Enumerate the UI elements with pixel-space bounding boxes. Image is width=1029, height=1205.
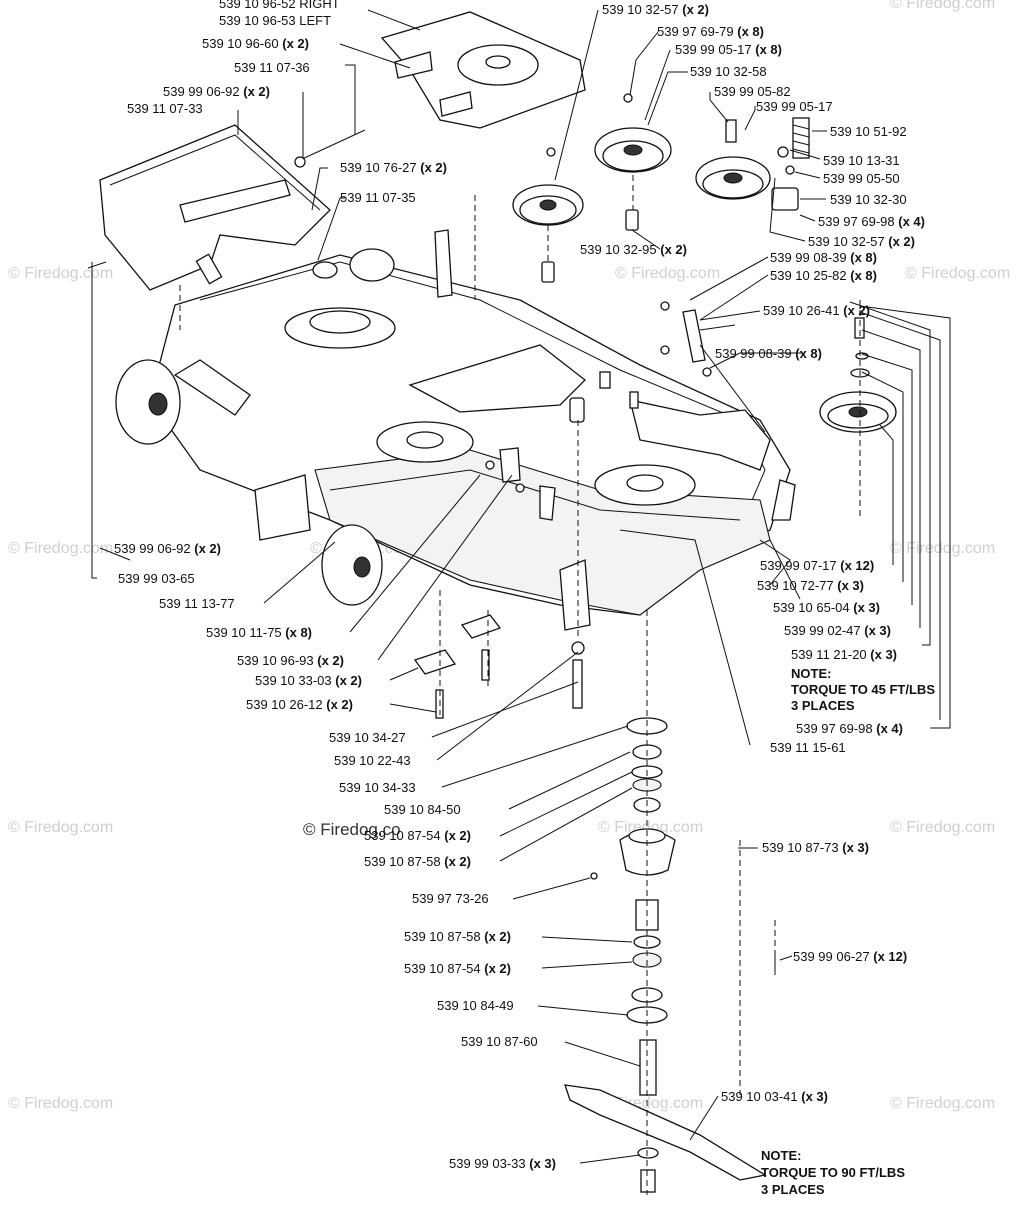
- part-label-539-10-87-54: 539 10 87-54 (x 2): [404, 961, 511, 976]
- dashed-centerlines: [179, 175, 861, 1195]
- watermark-text: © Firedog.com: [890, 819, 995, 836]
- discharge-chute-drawing: [87, 124, 366, 291]
- part-label-539-99-08-39: 539 99 08-39 (x 8): [770, 250, 877, 265]
- watermark-text: © Firedog.com: [615, 265, 720, 282]
- watermark-text: © Firedog.com: [8, 1095, 113, 1112]
- watermark-text: © Firedog.com: [598, 819, 703, 836]
- part-label-539-11-07-35: 539 11 07-35: [340, 190, 416, 205]
- part-label-539-10-65-04: 539 10 65-04 (x 3): [773, 600, 880, 615]
- part-label-539-10-72-77: 539 10 72-77 (x 3): [757, 578, 864, 593]
- part-label-539-10-84-49: 539 10 84-49: [437, 998, 514, 1013]
- part-label-539-99-02-47: 539 99 02-47 (x 3): [784, 623, 891, 638]
- part-label-539-10-76-27: 539 10 76-27 (x 2): [340, 160, 447, 175]
- part-label-539-10-26-41: 539 10 26-41 (x 2): [763, 303, 870, 318]
- idler-arm-hardware-drawing: [660, 301, 766, 433]
- part-label-539-99-05-17: 539 99 05-17: [756, 99, 833, 114]
- note-line: 3 PLACES: [791, 698, 855, 713]
- note-heading: NOTE:: [791, 666, 831, 681]
- part-label-539-10-32-95: 539 10 32-95 (x 2): [580, 242, 687, 257]
- part-label-539-99-05-17: 539 99 05-17 (x 8): [675, 42, 782, 57]
- part-label-539-99-06-92: 539 99 06-92 (x 2): [114, 541, 221, 556]
- part-label-539-99-08-39: 539 99 08-39 (x 8): [715, 346, 822, 361]
- belt-cover-plate-drawing: [380, 11, 586, 129]
- part-label-539-10-87-58: 539 10 87-58 (x 2): [364, 854, 471, 869]
- part-label-539-97-69-98: 539 97 69-98 (x 4): [796, 721, 903, 736]
- part-label-539-11-07-36: 539 11 07-36: [234, 60, 310, 75]
- part-label-539-10-25-82: 539 10 25-82 (x 8): [770, 268, 877, 283]
- part-label-539-10-96-60: 539 10 96-60 (x 2): [202, 36, 309, 51]
- part-label-539-10-32-58: 539 10 32-58: [690, 64, 767, 79]
- leader-lines: [91, 9, 951, 1164]
- part-label-539-10-51-92: 539 10 51-92: [830, 124, 907, 139]
- part-label-539-10-96-53: 539 10 96-53 LEFT: [219, 13, 331, 28]
- note-line: TORQUE TO 45 FT/LBS: [791, 682, 935, 697]
- part-label-539-99-06-27: 539 99 06-27 (x 12): [793, 949, 907, 964]
- torque-note-90: NOTE: TORQUE TO 90 FT/LBS 3 PLACES: [761, 1148, 905, 1197]
- note-line: 3 PLACES: [761, 1182, 825, 1197]
- part-label-539-11-15-61: 539 11 15-61: [770, 740, 846, 755]
- part-label-539-10-87-60: 539 10 87-60: [461, 1034, 538, 1049]
- part-label-539-10-34-27: 539 10 34-27: [329, 730, 406, 745]
- watermark-overlay-text: © Firedog.co: [303, 820, 401, 839]
- part-labels: 539 10 96-52 RIGHT 539 10 96-53 LEFT 539…: [114, 0, 925, 1171]
- note-heading: NOTE:: [761, 1148, 801, 1163]
- part-label-539-99-06-92: 539 99 06-92 (x 2): [163, 84, 270, 99]
- part-label-539-97-69-98: 539 97 69-98 (x 4): [818, 214, 925, 229]
- part-label-539-10-32-57: 539 10 32-57 (x 2): [808, 234, 915, 249]
- watermark-layer: © Firedog.com © Firedog.com © Firedog.co…: [8, 0, 1010, 1112]
- part-label-539-10-87-58: 539 10 87-58 (x 2): [404, 929, 511, 944]
- part-label-539-10-84-50: 539 10 84-50: [384, 802, 461, 817]
- part-label-539-11-07-33: 539 11 07-33: [127, 101, 203, 116]
- part-label-539-10-87-54: 539 10 87-54 (x 2): [364, 828, 471, 843]
- part-label-539-10-96-52: 539 10 96-52 RIGHT: [219, 0, 340, 11]
- watermark-text: © Firedog.com: [905, 265, 1010, 282]
- part-label-539-10-96-93: 539 10 96-93 (x 2): [237, 653, 344, 668]
- part-label-539-10-32-30: 539 10 32-30: [830, 192, 907, 207]
- part-label-539-99-03-65: 539 99 03-65: [118, 571, 195, 586]
- watermark-text: © Firedog.com: [8, 265, 113, 282]
- watermark-text: © Firedog.com: [8, 540, 113, 557]
- watermark-text: © Firedog.com: [890, 0, 995, 12]
- part-label-539-10-32-57: 539 10 32-57 (x 2): [602, 2, 709, 17]
- watermark-text: © Firedog.com: [890, 540, 995, 557]
- part-label-539-10-34-33: 539 10 34-33: [339, 780, 416, 795]
- part-label-539-11-13-77: 539 11 13-77: [159, 596, 235, 611]
- note-line: TORQUE TO 90 FT/LBS: [761, 1165, 905, 1180]
- mower-deck-drawing: [115, 229, 796, 631]
- part-label-539-10-26-12: 539 10 26-12 (x 2): [246, 697, 353, 712]
- part-label-539-10-11-75: 539 10 11-75 (x 8): [206, 625, 312, 640]
- part-label-539-10-13-31: 539 10 13-31: [823, 153, 900, 168]
- pulleys-drawing: [512, 93, 897, 433]
- part-label-539-99-07-17: 539 99 07-17 (x 12): [760, 558, 874, 573]
- part-label-539-11-21-20: 539 11 21-20 (x 3): [791, 647, 897, 662]
- part-label-539-99-03-33: 539 99 03-33 (x 3): [449, 1156, 556, 1171]
- part-label-539-10-33-03: 539 10 33-03 (x 2): [255, 673, 362, 688]
- part-label-539-97-69-79: 539 97 69-79 (x 8): [657, 24, 764, 39]
- part-label-539-10-22-43: 539 10 22-43: [334, 753, 411, 768]
- watermark-text: © Firedog.com: [890, 1095, 995, 1112]
- part-label-539-99-05-50: 539 99 05-50: [823, 171, 900, 186]
- part-label-539-99-05-82: 539 99 05-82: [714, 84, 791, 99]
- watermark-text: © Firedog.com: [8, 819, 113, 836]
- part-label-539-97-73-26: 539 97 73-26: [412, 891, 489, 906]
- part-label-539-10-03-41: 539 10 03-41 (x 3): [721, 1089, 828, 1104]
- part-label-539-10-87-73: 539 10 87-73 (x 3): [762, 840, 869, 855]
- torque-note-45: NOTE: TORQUE TO 45 FT/LBS 3 PLACES: [791, 666, 935, 713]
